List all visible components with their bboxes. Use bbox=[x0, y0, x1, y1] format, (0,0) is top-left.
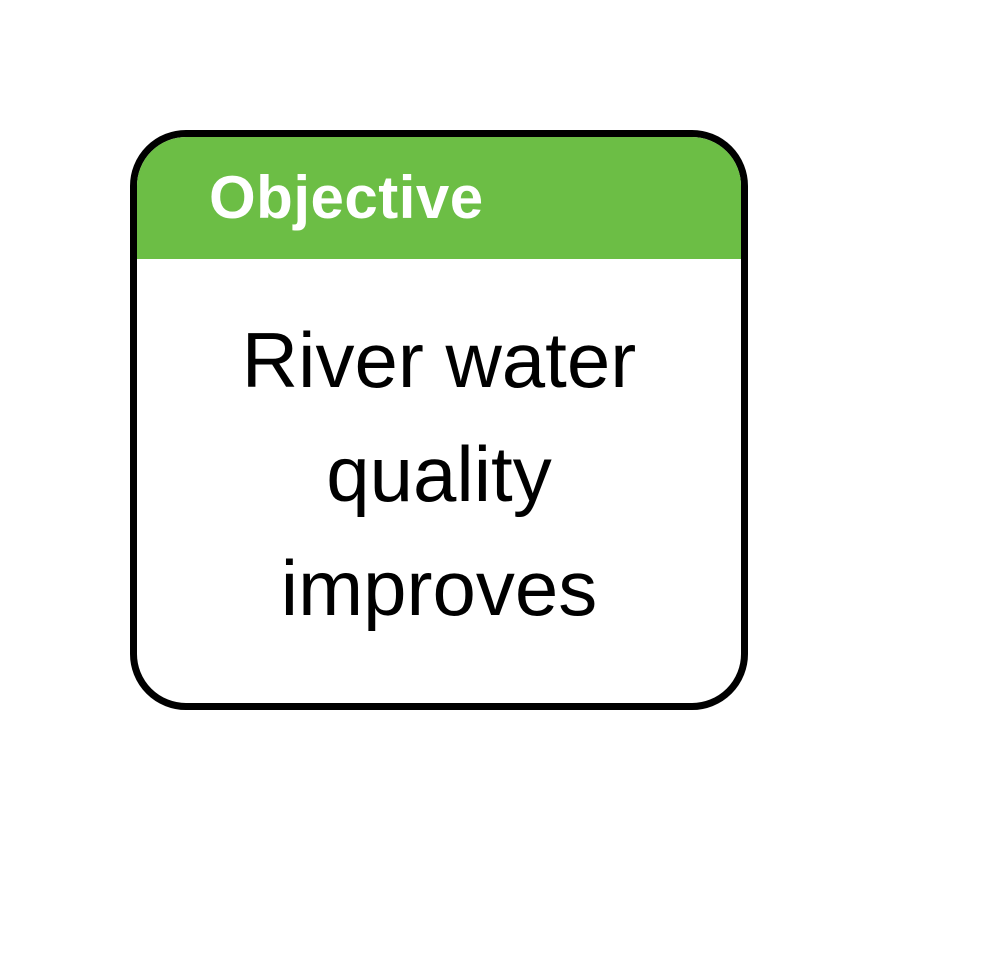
objective-card-body: River water quality improves bbox=[137, 259, 741, 703]
objective-card-title: Objective bbox=[209, 164, 484, 231]
objective-card: Objective River water quality improves bbox=[130, 130, 748, 710]
objective-card-text: River water quality improves bbox=[241, 316, 637, 632]
objective-card-header: Objective bbox=[137, 137, 741, 259]
